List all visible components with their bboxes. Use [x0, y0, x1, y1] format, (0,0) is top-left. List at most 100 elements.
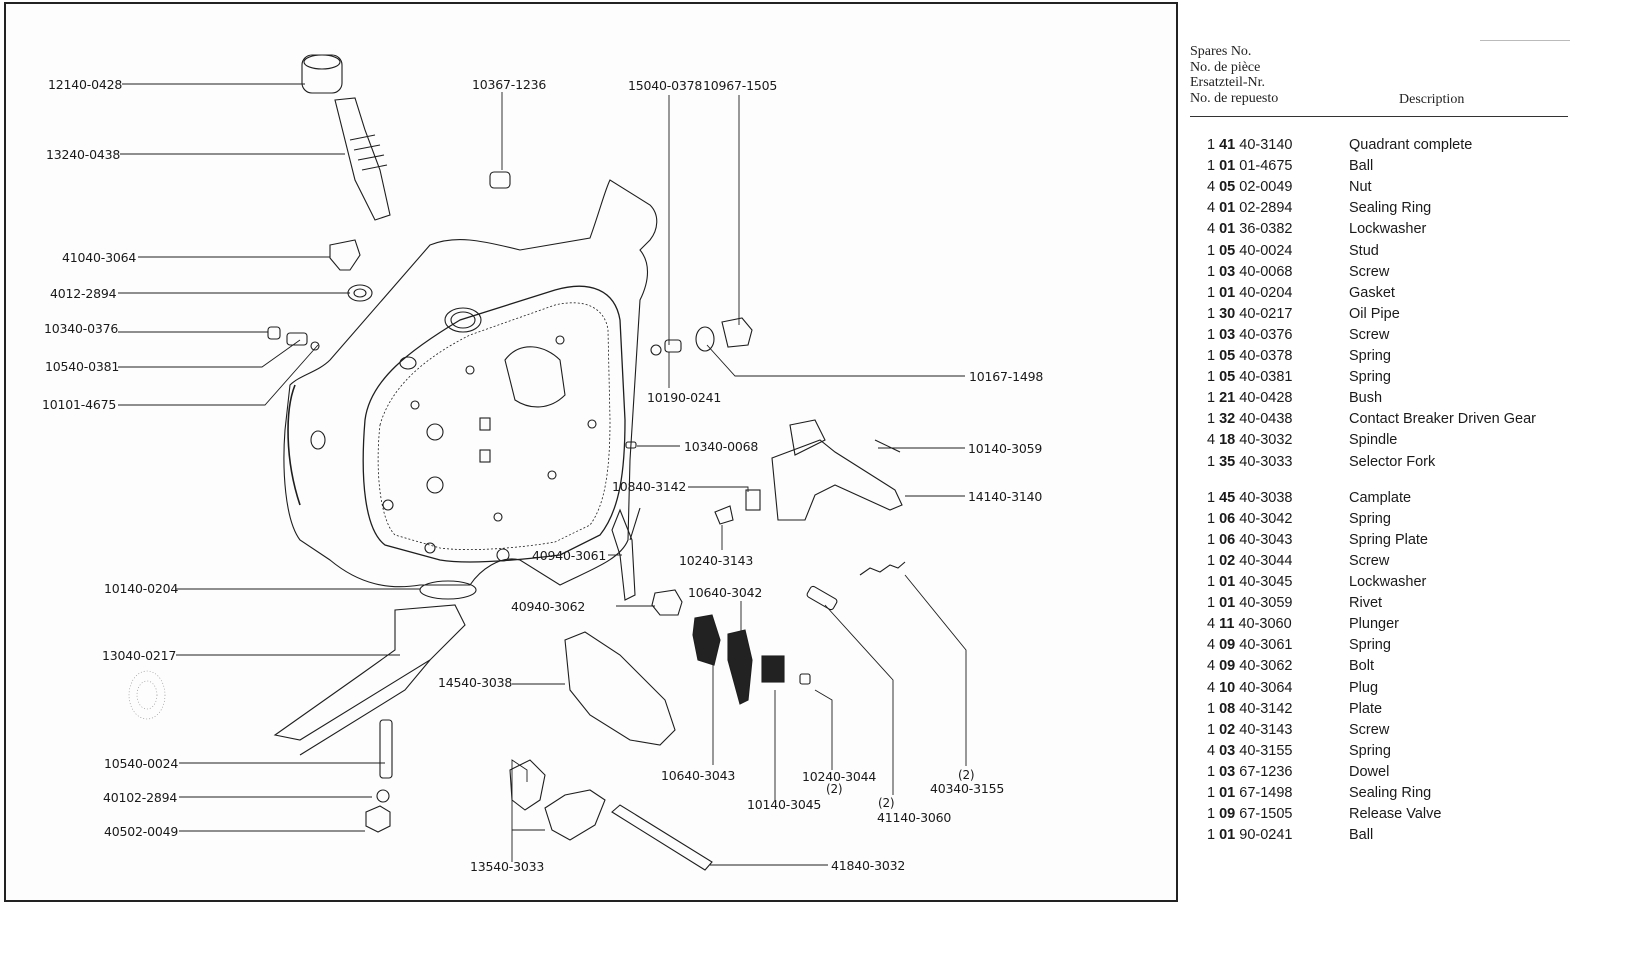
part-description: Screw: [1349, 263, 1390, 280]
spares-number: 1 08 40-3142: [1207, 700, 1293, 717]
spares-number: 1 05 40-0024: [1207, 242, 1293, 259]
parts-list-row: 1 01 90-0241 Ball: [1207, 825, 1373, 845]
part-description: Quadrant complete: [1349, 137, 1473, 153]
parts-list-row: 1 05 40-0024 Stud: [1207, 241, 1379, 261]
spares-number: 1 01 67-1498: [1207, 785, 1293, 801]
spares-number: 1 06 40-3043: [1207, 531, 1293, 548]
part-description: Spring: [1349, 637, 1391, 654]
parts-list-row: 1 02 40-3044 Screw: [1207, 551, 1389, 571]
callout-41840-3032: 41840-3032: [831, 858, 906, 873]
part-description: Spindle: [1349, 432, 1398, 449]
part-description: Screw: [1349, 552, 1390, 569]
callout-10367-1236: 10367-1236: [472, 77, 547, 92]
parts-list-row: 1 02 40-3143 Screw: [1207, 720, 1389, 740]
callout-14540-3038: 14540-3038: [438, 675, 513, 690]
callout-10840-3142: 10840-3142: [612, 479, 687, 494]
part-description: Camplate: [1349, 489, 1412, 506]
part-description: Plug: [1349, 679, 1379, 696]
callout-13240-0438: 13240-0438: [46, 147, 121, 162]
spares-number: 1 01 01-4675: [1207, 158, 1293, 175]
callout-10240-3143: 10240-3143: [679, 553, 754, 568]
part-description: Sealing Ring: [1349, 200, 1432, 217]
spares-number: 1 03 40-0376: [1207, 326, 1293, 343]
spares-number: 4 03 40-3155: [1207, 742, 1293, 759]
parts-list-row: 1 03 40-0376 Screw: [1207, 325, 1389, 345]
spares-number: 1 02 40-3143: [1207, 721, 1293, 738]
spares-number: 4 09 40-3061: [1207, 637, 1293, 654]
header-spares-no: Spares No.: [1190, 44, 1252, 59]
callout-40102-2894: 40102-2894: [103, 790, 178, 805]
callout-10190-0241: 10190-0241: [647, 390, 722, 405]
callout-10340-0068: 10340-0068: [684, 439, 759, 454]
callout-10140-3045: 10140-3045: [747, 797, 822, 812]
spares-number: 4 01 02-2894: [1207, 200, 1293, 217]
parts-list-row: 1 32 40-0438 Contact Breaker Driven Gear: [1207, 409, 1536, 429]
part-description: Screw: [1349, 326, 1390, 343]
callout-41040-3064: 41040-3064: [62, 250, 137, 265]
callout-15040-0378: 15040-0378: [628, 78, 703, 93]
part-description: Bolt: [1349, 658, 1374, 675]
parts-list-row: 4 01 02-2894 Sealing Ring: [1207, 198, 1431, 218]
callout-10101-4675: 10101-4675: [42, 397, 117, 412]
spares-number: 1 03 67-1236: [1207, 763, 1293, 780]
spares-number: 4 18 40-3032: [1207, 432, 1293, 449]
spares-number: 4 05 02-0049: [1207, 179, 1293, 196]
spares-number: 1 05 40-0378: [1207, 348, 1293, 364]
part-description: Screw: [1349, 721, 1390, 738]
spares-number: 1 01 40-3059: [1207, 595, 1293, 612]
parts-list-row: 4 05 02-0049 Nut: [1207, 177, 1372, 197]
callout-10967-1505: 10967-1505: [703, 78, 778, 93]
part-description: Selector Fork: [1349, 453, 1436, 470]
header-rule: [1190, 116, 1568, 117]
spares-number: 1 21 40-0428: [1207, 390, 1293, 407]
callout-10640-3042: 10640-3042: [688, 585, 763, 600]
spares-number: 1 02 40-3044: [1207, 552, 1293, 569]
parts-list-row: 1 03 67-1236 Dowel: [1207, 762, 1389, 782]
quantity-41140-3060: (2): [878, 796, 895, 810]
spares-number: 1 32 40-0438: [1207, 411, 1293, 428]
part-description: Contact Breaker Driven Gear: [1349, 411, 1536, 428]
part-description: Plunger: [1349, 616, 1399, 633]
spares-number: 1 01 90-0241: [1207, 827, 1293, 844]
parts-list-row: 4 10 40-3064 Plug: [1207, 678, 1378, 698]
parts-list-row: 1 01 67-1498 Sealing Ring: [1207, 783, 1431, 803]
spares-number: 1 45 40-3038: [1207, 489, 1293, 506]
part-description: Spring: [1349, 742, 1391, 759]
part-description: Lockwasher: [1349, 574, 1427, 590]
part-description: Dowel: [1349, 763, 1390, 780]
part-description: Nut: [1349, 179, 1372, 196]
parts-list-row: 1 45 40-3038 Camplate: [1207, 488, 1411, 508]
callout-40940-3061: 40940-3061: [532, 548, 607, 563]
callout-10167-1498: 10167-1498: [969, 369, 1044, 384]
spares-number: 1 01 40-0204: [1207, 284, 1293, 301]
part-description: Oil Pipe: [1349, 305, 1400, 322]
spares-number: 1 30 40-0217: [1207, 305, 1293, 322]
parts-list-row: 4 03 40-3155 Spring: [1207, 741, 1391, 761]
parts-list-header: Spares No. No. de pièce Ersatzteil-Nr. N…: [1190, 44, 1570, 107]
part-description: Lockwasher: [1349, 221, 1427, 238]
callout-14140-3140: 14140-3140: [968, 489, 1043, 504]
part-description: Stud: [1349, 242, 1379, 259]
part-description: Sealing Ring: [1349, 785, 1432, 801]
diagram-frame: [4, 2, 1178, 902]
part-description: Spring: [1349, 510, 1391, 527]
part-description: Gasket: [1349, 284, 1395, 301]
quantity-10240-3044: (2): [826, 782, 843, 796]
callout-10240-3044: 10240-3044: [802, 769, 877, 784]
spares-number: 1 05 40-0381: [1207, 369, 1293, 386]
part-description: Ball: [1349, 827, 1374, 844]
callout-40940-3062: 40940-3062: [511, 599, 586, 614]
spares-number: 4 10 40-3064: [1207, 679, 1293, 696]
